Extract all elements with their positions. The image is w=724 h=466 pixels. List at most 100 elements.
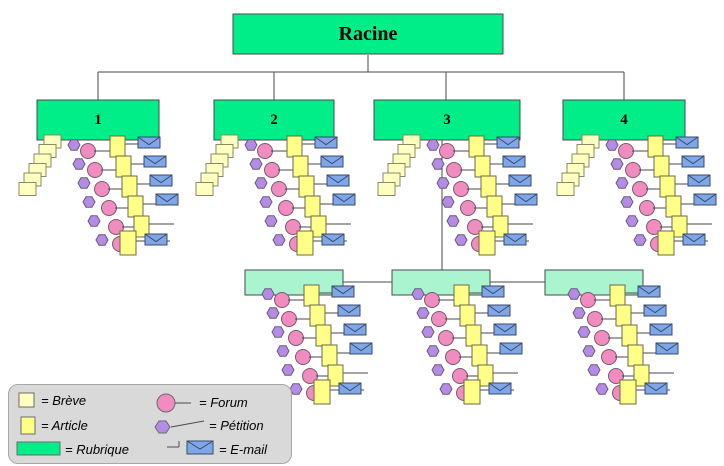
legend-article-text: = Article xyxy=(41,418,88,433)
email-flap xyxy=(502,155,526,165)
email-flap xyxy=(649,323,673,333)
article-icon xyxy=(127,195,144,218)
forum-icon xyxy=(288,330,304,346)
petition-icon xyxy=(615,177,629,189)
email-icon xyxy=(493,323,517,336)
article-icon xyxy=(304,195,321,218)
breve-icon xyxy=(377,182,396,196)
email-icon xyxy=(502,155,526,168)
article-icon xyxy=(298,175,315,198)
forum-icon xyxy=(87,162,103,178)
email-icon xyxy=(681,155,705,168)
article-icon xyxy=(671,215,688,238)
rubrique-icon xyxy=(16,441,61,456)
forum-icon xyxy=(587,311,603,327)
article-icon xyxy=(619,379,637,405)
email-icon xyxy=(514,193,538,206)
article-icon xyxy=(309,304,326,327)
breve-icon xyxy=(195,182,214,196)
article-icon xyxy=(296,230,314,256)
email-flap xyxy=(493,323,517,333)
petition-icon xyxy=(411,288,425,300)
email-flap xyxy=(499,342,523,352)
email-icon xyxy=(186,440,214,455)
email-icon xyxy=(349,342,373,355)
email-flap xyxy=(681,155,705,165)
petition-icon xyxy=(261,288,275,300)
email-icon xyxy=(503,233,527,246)
email-icon xyxy=(326,174,350,187)
petition-icon xyxy=(595,383,609,395)
article-icon xyxy=(609,284,626,307)
email-flap xyxy=(326,174,350,184)
email-flap xyxy=(338,382,362,392)
article-icon xyxy=(459,304,476,327)
email-flap xyxy=(655,342,679,352)
article-icon xyxy=(463,379,481,405)
article-icon xyxy=(286,135,303,158)
petition-icon xyxy=(441,196,455,208)
email-icon xyxy=(343,323,367,336)
email-icon xyxy=(331,285,355,298)
legend-rubrique-text: = Rubrique xyxy=(65,442,129,457)
petition-icon xyxy=(431,158,445,170)
article-icon xyxy=(310,215,327,238)
subsection-c-box xyxy=(544,269,644,296)
email-icon xyxy=(675,136,699,149)
email-flap xyxy=(637,285,661,295)
article-icon xyxy=(303,284,320,307)
email-flap xyxy=(488,382,512,392)
forum-icon xyxy=(101,200,117,216)
email-flap xyxy=(321,233,345,243)
email-flap xyxy=(320,155,344,165)
forum-icon xyxy=(453,181,469,197)
petition-icon xyxy=(439,383,453,395)
forum-icon xyxy=(445,349,461,365)
email-icon xyxy=(644,382,668,395)
forum-icon xyxy=(618,143,634,159)
forum-icon xyxy=(438,330,454,346)
article-icon xyxy=(115,155,132,178)
email-flap xyxy=(693,193,717,203)
petition-icon xyxy=(446,215,460,227)
email-flap xyxy=(314,136,338,146)
subsection-b-box xyxy=(391,269,491,296)
forum-icon xyxy=(156,393,176,413)
section-3-box xyxy=(373,99,521,141)
forum-icon xyxy=(580,292,596,308)
petition-icon xyxy=(426,139,440,151)
forum-icon xyxy=(274,292,290,308)
email-icon xyxy=(655,342,679,355)
email-flap xyxy=(487,304,511,314)
email-flap xyxy=(682,233,706,243)
legend-petition-text: = Pétition xyxy=(209,418,264,433)
forum-icon xyxy=(94,181,110,197)
article-icon xyxy=(468,135,485,158)
article-icon xyxy=(133,215,150,238)
breve-icon xyxy=(18,392,35,408)
article-icon xyxy=(621,324,638,347)
forum-icon xyxy=(80,143,96,159)
petition-icon xyxy=(154,420,171,434)
email-flap xyxy=(675,136,699,146)
petition-icon xyxy=(633,234,647,246)
article-icon xyxy=(453,284,470,307)
email-flap xyxy=(137,136,161,146)
legend-forum-text: = Forum xyxy=(199,395,248,410)
article-icon xyxy=(119,230,137,256)
legend: = Brève = Article = Rubrique = Forum = P… xyxy=(8,384,292,464)
petition-icon xyxy=(276,345,290,357)
legend-breve-text: = Brève xyxy=(41,393,87,408)
email-icon xyxy=(682,233,706,246)
article-icon xyxy=(465,324,482,347)
email-icon xyxy=(496,136,520,149)
petition-icon xyxy=(259,196,273,208)
forum-icon xyxy=(424,292,440,308)
petition-icon xyxy=(249,158,263,170)
petition-icon xyxy=(244,139,258,151)
petition-icon xyxy=(77,177,91,189)
petition-icon xyxy=(610,158,624,170)
petition-icon xyxy=(67,139,81,151)
email-icon xyxy=(693,193,717,206)
